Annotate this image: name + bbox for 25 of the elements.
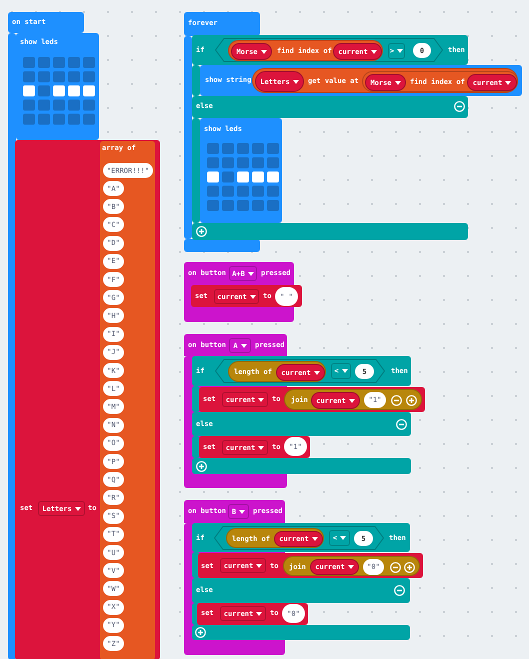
if-block (192, 35, 468, 65)
length-block (228, 361, 326, 382)
join-block (284, 389, 422, 410)
join-block (283, 556, 420, 576)
condition-hexagon (214, 526, 384, 550)
set-variable-block (15, 140, 160, 659)
length-block (226, 528, 324, 548)
set-variable-block (199, 387, 425, 412)
else-block (192, 412, 411, 436)
get-value-block (252, 68, 518, 93)
loop-block (184, 12, 260, 36)
find-index-block (228, 40, 383, 61)
condition-hexagon (215, 359, 385, 383)
set-variable-block (191, 285, 302, 307)
array-block (100, 141, 155, 659)
show-string-block (200, 65, 522, 96)
if-block (192, 356, 411, 386)
show-leds-block (200, 118, 282, 223)
else-block (192, 578, 410, 603)
if-block (192, 523, 410, 552)
find-index-block (362, 71, 518, 92)
condition-hexagon (215, 38, 443, 62)
event-block (8, 12, 84, 33)
set-variable-block (198, 553, 423, 578)
else-block (192, 96, 468, 118)
